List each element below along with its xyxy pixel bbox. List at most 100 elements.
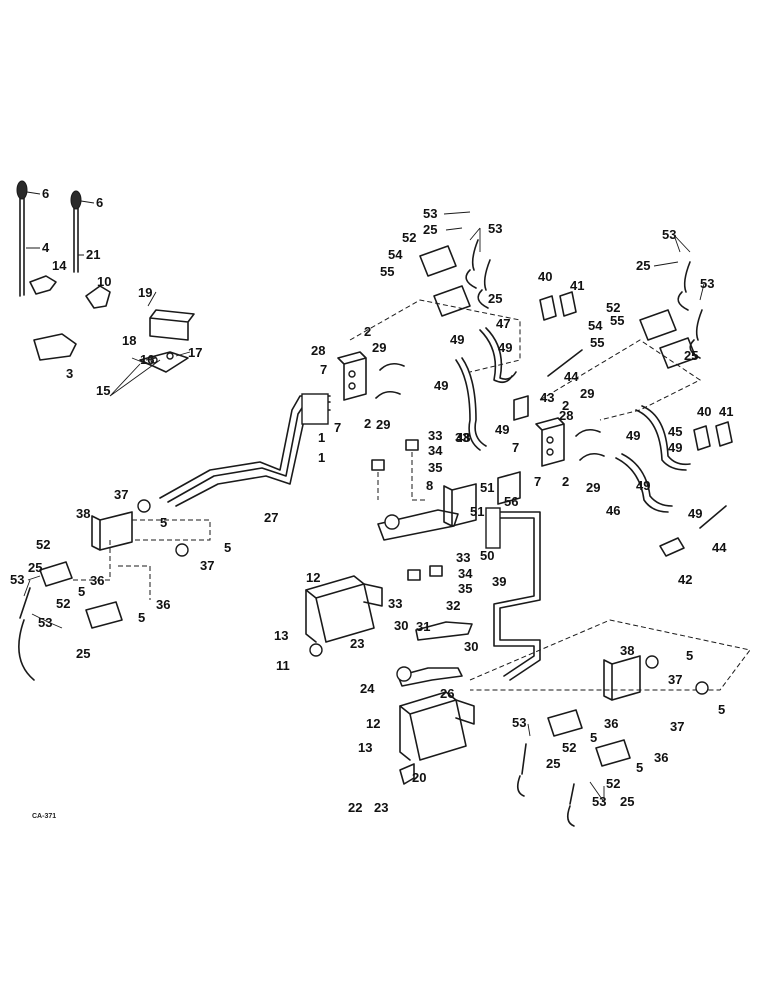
plug-33-b	[371, 459, 385, 471]
callout-5: 5	[138, 610, 145, 625]
callout-23: 23	[374, 800, 388, 815]
manifold-block	[301, 393, 329, 425]
callout-22: 22	[348, 800, 362, 815]
callout-5: 5	[160, 515, 167, 530]
right-coupler-assembly	[469, 619, 751, 827]
steel-line-27	[159, 393, 331, 507]
callout-49: 49	[668, 440, 682, 455]
callout-37: 37	[200, 558, 214, 573]
callout-49: 49	[498, 340, 512, 355]
callout-49: 49	[450, 332, 464, 347]
callout-14: 14	[52, 258, 67, 273]
callout-11: 11	[276, 658, 290, 673]
valve-block-28-left	[337, 351, 367, 401]
callout-40: 40	[538, 269, 552, 284]
callout-49: 49	[688, 506, 702, 521]
callout-5: 5	[718, 702, 725, 717]
callout-49: 49	[495, 422, 509, 437]
plug-33-d	[429, 565, 443, 577]
callout-3: 3	[66, 366, 73, 381]
callout-4: 4	[42, 240, 50, 255]
control-valve-11	[305, 575, 383, 657]
coupler-52-upper-c	[639, 309, 677, 341]
callout-6: 6	[96, 195, 103, 210]
callout-1: 1	[318, 450, 325, 465]
callout-36: 36	[90, 573, 104, 588]
callout-7: 7	[320, 362, 327, 377]
callout-35: 35	[428, 460, 442, 475]
coupler-52-left-b	[85, 601, 123, 629]
callout-48: 48	[456, 430, 470, 445]
callout-29: 29	[376, 417, 390, 432]
callout-5: 5	[78, 584, 85, 599]
clamp-40-upper	[539, 295, 557, 321]
callout-34: 34	[428, 443, 443, 458]
handle-42	[659, 537, 685, 557]
callout-29: 29	[580, 386, 594, 401]
link-8	[377, 509, 459, 541]
callout-53: 53	[488, 221, 502, 236]
callout-38: 38	[620, 643, 634, 658]
callout-15: 15	[96, 383, 110, 398]
bracket-56	[497, 471, 521, 505]
dust-cap-53-right-a	[516, 743, 527, 797]
callout-49: 49	[636, 478, 650, 493]
callout-37: 37	[668, 672, 682, 687]
callout-53: 53	[512, 715, 526, 730]
callout-52: 52	[56, 596, 70, 611]
dust-cap-53-upper-c	[677, 261, 691, 311]
callout-30: 30	[394, 618, 408, 633]
callout-5: 5	[224, 540, 231, 555]
callout-33: 33	[388, 596, 402, 611]
dust-cap-53-right-b	[566, 783, 575, 827]
callout-33: 33	[455, 430, 469, 445]
figure-code: CA-371	[32, 813, 56, 820]
valve-bracket-8	[443, 483, 477, 527]
callout-32: 32	[446, 598, 460, 613]
clamp-41-upper	[559, 291, 577, 317]
callout-25: 25	[423, 222, 437, 237]
callout-27: 27	[264, 510, 278, 525]
callout-39: 39	[492, 574, 506, 589]
callout-13: 13	[358, 740, 372, 755]
lever-bracket-14	[29, 275, 57, 295]
bolts-44	[547, 349, 727, 529]
clamp-40-right	[693, 425, 711, 451]
pin-17	[166, 352, 174, 360]
callout-34: 34	[458, 566, 473, 581]
coupler-52-right-a	[547, 709, 583, 737]
callout-42: 42	[678, 572, 692, 587]
coupler-52-upper-b	[433, 285, 471, 317]
nut-37-left	[137, 499, 151, 513]
callout-12: 12	[306, 570, 320, 585]
callout-53: 53	[10, 572, 24, 587]
callout-18: 18	[122, 333, 136, 348]
callout-23: 23	[350, 636, 364, 651]
callout-51: 51	[480, 480, 494, 495]
bracket-23-lower	[399, 763, 415, 785]
upper-couplers	[349, 239, 703, 421]
coupler-52-left-a	[39, 561, 73, 587]
callout-37: 37	[114, 487, 128, 502]
callout-7: 7	[534, 474, 541, 489]
callout-43: 43	[540, 390, 554, 405]
callout-8: 8	[426, 478, 433, 493]
callout-33: 33	[456, 550, 470, 565]
callout-49: 49	[626, 428, 640, 443]
elbow-29-d	[579, 452, 605, 461]
steel-line-39	[485, 507, 541, 681]
callout-36: 36	[604, 716, 618, 731]
callout-25: 25	[684, 348, 698, 363]
callout-56: 56	[504, 494, 518, 509]
callout-2: 2	[364, 416, 371, 431]
callout-36: 36	[654, 750, 668, 765]
elbow-29-c	[575, 428, 601, 437]
callout-41: 41	[719, 404, 733, 419]
plug-33-c	[407, 569, 421, 581]
hose-assemblies	[375, 327, 691, 513]
callout-25: 25	[488, 291, 502, 306]
callout-53: 53	[700, 276, 714, 291]
callout-28: 28	[559, 408, 573, 423]
callout-51: 51	[470, 504, 484, 519]
callout-2: 2	[562, 398, 569, 413]
